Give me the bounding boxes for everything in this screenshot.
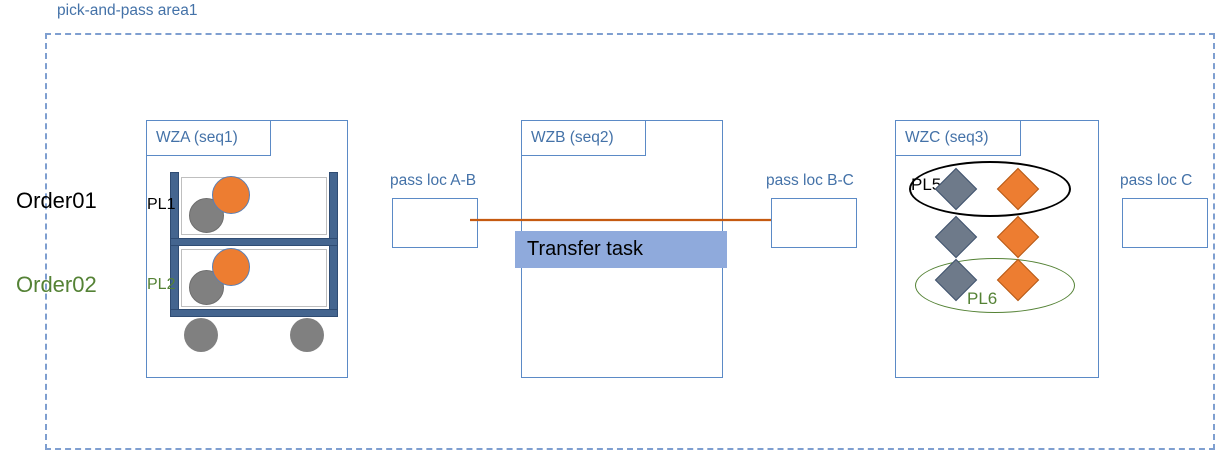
pass-loc-b-c-box[interactable]: [771, 198, 857, 248]
transfer-task-label: Transfer task: [527, 238, 643, 260]
cart-wheel-left: [184, 318, 218, 352]
pass-loc-a-b-caption: pass loc A-B: [390, 172, 477, 189]
order-label-order02: Order02: [16, 272, 97, 297]
shelf-label-pl1: PL1: [147, 196, 176, 213]
order-label-order01: Order01: [16, 188, 97, 213]
work-zone-box-wzc[interactable]: [895, 120, 1099, 378]
pass-loc-b-c-caption: pass loc B-C: [766, 172, 854, 189]
highlight-ellipse-pl6: [915, 258, 1075, 313]
cart-rail-middle: [170, 238, 338, 246]
shelf-label-pl2: PL2: [147, 276, 176, 293]
picking-cart: [170, 172, 338, 352]
area-label: pick-and-pass area1: [57, 2, 198, 19]
highlight-ellipse-pl5: [909, 161, 1071, 217]
transfer-task-bar[interactable]: Transfer task: [515, 231, 727, 268]
pass-loc-c-box[interactable]: [1122, 198, 1208, 248]
tote-orange-pl2[interactable]: [212, 248, 250, 286]
cart-rail-bottom: [170, 309, 338, 317]
transfer-arrow-icon: [470, 216, 787, 224]
work-zone-tag-wzb: WZB (seq2): [521, 120, 646, 156]
work-zone-tag-wzc: WZC (seq3): [895, 120, 1021, 156]
cart-wheel-right: [290, 318, 324, 352]
group-label-pl5: PL5: [911, 175, 942, 194]
group-label-pl6: PL6: [967, 289, 998, 308]
tote-orange-pl1[interactable]: [212, 176, 250, 214]
pass-loc-c-caption: pass loc C: [1120, 172, 1193, 189]
work-zone-tag-wza: WZA (seq1): [146, 120, 271, 156]
pass-loc-a-b-box[interactable]: [392, 198, 478, 248]
pick-and-pass-area-boundary: [45, 33, 1215, 450]
